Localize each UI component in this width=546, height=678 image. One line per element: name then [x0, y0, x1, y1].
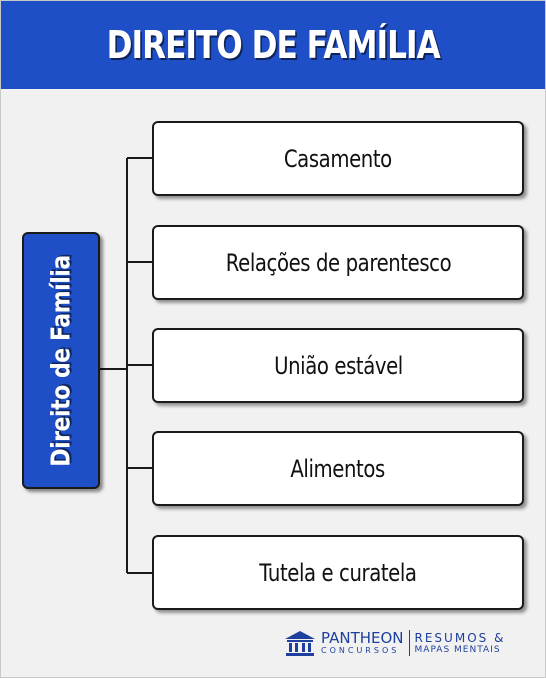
branch-label: Tutela e curatela — [259, 558, 417, 587]
tagline-line-1: RESUMOS & — [414, 630, 506, 645]
brand-logo: PANTHEON CONCURSOS RESUMOS & MAPAS MENTA… — [283, 627, 529, 659]
root-node: Direito de Família — [22, 232, 100, 489]
brand-tagline: RESUMOS & MAPAS MENTAIS — [415, 631, 506, 656]
header-banner: DIREITO DE FAMÍLIA — [1, 1, 545, 89]
brand-subtitle: CONCURSOS — [321, 646, 400, 655]
branch-label: Relações de parentesco — [225, 248, 451, 277]
branch-label: Alimentos — [290, 454, 386, 483]
logo-divider — [408, 630, 410, 656]
tagline-line-2: MAPAS MENTAIS — [414, 644, 501, 655]
brand-text: PANTHEON CONCURSOS — [321, 630, 404, 656]
branch-label: Casamento — [284, 144, 392, 173]
branch-node-casamento: Casamento — [152, 121, 524, 196]
root-node-label: Direito de Família — [46, 254, 77, 467]
page-title: DIREITO DE FAMÍLIA — [106, 23, 440, 67]
temple-icon — [285, 631, 315, 656]
branch-node-uniao-estavel: União estável — [152, 328, 524, 403]
branch-node-alimentos: Alimentos — [152, 431, 524, 506]
branch-label: União estável — [273, 351, 403, 380]
branch-node-tutela-e-curatela: Tutela e curatela — [152, 535, 524, 610]
branch-node-relacoes-de-parentesco: Relações de parentesco — [152, 225, 524, 300]
brand-name: PANTHEON — [321, 629, 404, 647]
